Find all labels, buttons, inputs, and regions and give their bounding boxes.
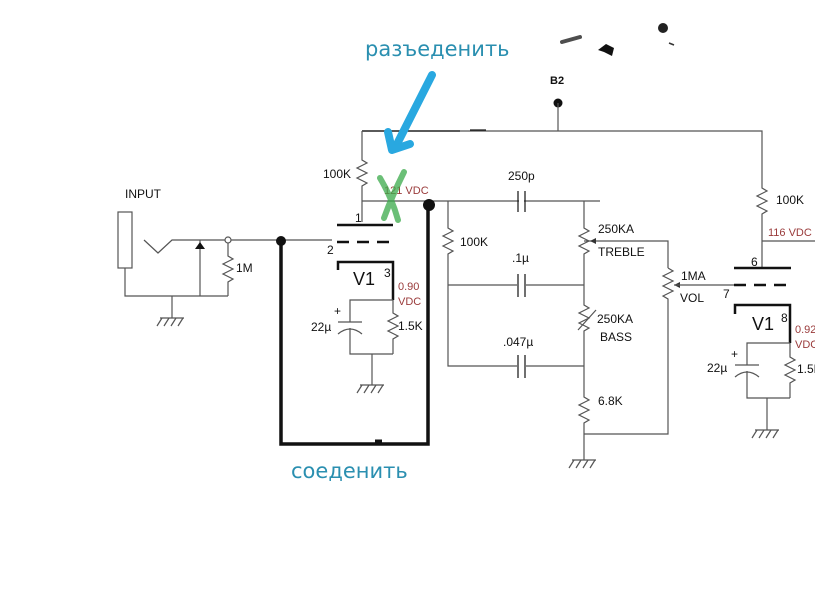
c-047u-label: .047µ	[503, 335, 533, 349]
resistor-1m	[221, 243, 235, 296]
c-cathode1-label: 22µ	[311, 320, 331, 334]
jack-switch	[143, 239, 228, 254]
bass-variable-arrow	[577, 309, 597, 331]
resistor-plate1	[355, 131, 369, 222]
b-plus-rail	[362, 130, 763, 185]
input-jack	[117, 211, 133, 269]
pot-vol-value: 1MA	[681, 269, 706, 283]
tube2-label: V1	[752, 314, 774, 334]
tube1-label: V1	[353, 269, 375, 289]
pin2-label: 2	[327, 243, 334, 257]
pin8-label: 8	[781, 311, 788, 325]
pot-treble-name: TREBLE	[598, 245, 645, 259]
r-cathode2-label: 1.5K	[797, 362, 815, 376]
ground-icon	[156, 317, 184, 327]
input-label: INPUT	[125, 187, 162, 201]
ground-icon	[356, 384, 384, 394]
ground-icon	[751, 429, 779, 439]
pot-bass-name: BASS	[600, 330, 632, 344]
pot-bass-value: 250KA	[597, 312, 633, 326]
r-68k-label: 6.8K	[598, 394, 623, 408]
r-input-label: 1M	[236, 261, 253, 275]
v-cathode1-label: 0.90	[398, 281, 419, 293]
pot-vol-name: VOL	[680, 291, 704, 305]
c-cathode2-label: 22µ	[707, 361, 727, 375]
r-100k-tone-label: 100K	[460, 235, 488, 249]
r-cathode1-label: 1.5K	[398, 319, 423, 333]
pin1-label: 1	[355, 211, 362, 225]
pin6-label: 6	[751, 255, 758, 269]
resistor-plate2	[755, 185, 769, 268]
r-plate2-label: 100K	[776, 193, 804, 207]
pin3-label: 3	[384, 266, 391, 280]
annotation-connect: соеденить	[291, 459, 408, 483]
tube1-cathode	[336, 260, 395, 300]
pot-volume	[661, 267, 675, 302]
tone-stack-chain	[577, 201, 591, 460]
r-plate1-label: 100K	[323, 167, 351, 181]
c-1u-label: .1µ	[512, 251, 529, 265]
scribble-marks	[560, 23, 675, 56]
pot-treble-value: 250KA	[598, 222, 634, 236]
ground-icon	[568, 459, 596, 469]
blue-arrow-icon	[384, 71, 436, 154]
cap1-plus: +	[334, 304, 341, 318]
c-250p-label: 250p	[508, 169, 535, 183]
tube2-cathode	[733, 303, 792, 343]
green-x-icon	[377, 169, 407, 223]
b2-label: B2	[550, 75, 564, 87]
jumper-node-grid	[276, 236, 286, 246]
v-cathode2-label: 0.92	[795, 324, 815, 336]
annotation-disconnect: разъеденить	[365, 37, 510, 61]
pin7-label: 7	[723, 287, 730, 301]
jumper-node-plate	[423, 199, 435, 211]
v-cathode1-unit: VDC	[398, 296, 421, 308]
resistor-cathode2	[783, 343, 797, 398]
resistor-100k-tone	[441, 201, 584, 367]
cap2-plus: +	[731, 347, 738, 361]
diode-icon	[195, 242, 205, 249]
jumper-wire	[279, 205, 430, 446]
treble-wiper-arrow	[590, 238, 596, 244]
v-plate2-label: 116 VDC	[768, 227, 812, 239]
resistor-cathode1	[386, 300, 400, 354]
v-cathode2-unit: VDC	[795, 339, 815, 351]
input-node	[224, 236, 232, 244]
